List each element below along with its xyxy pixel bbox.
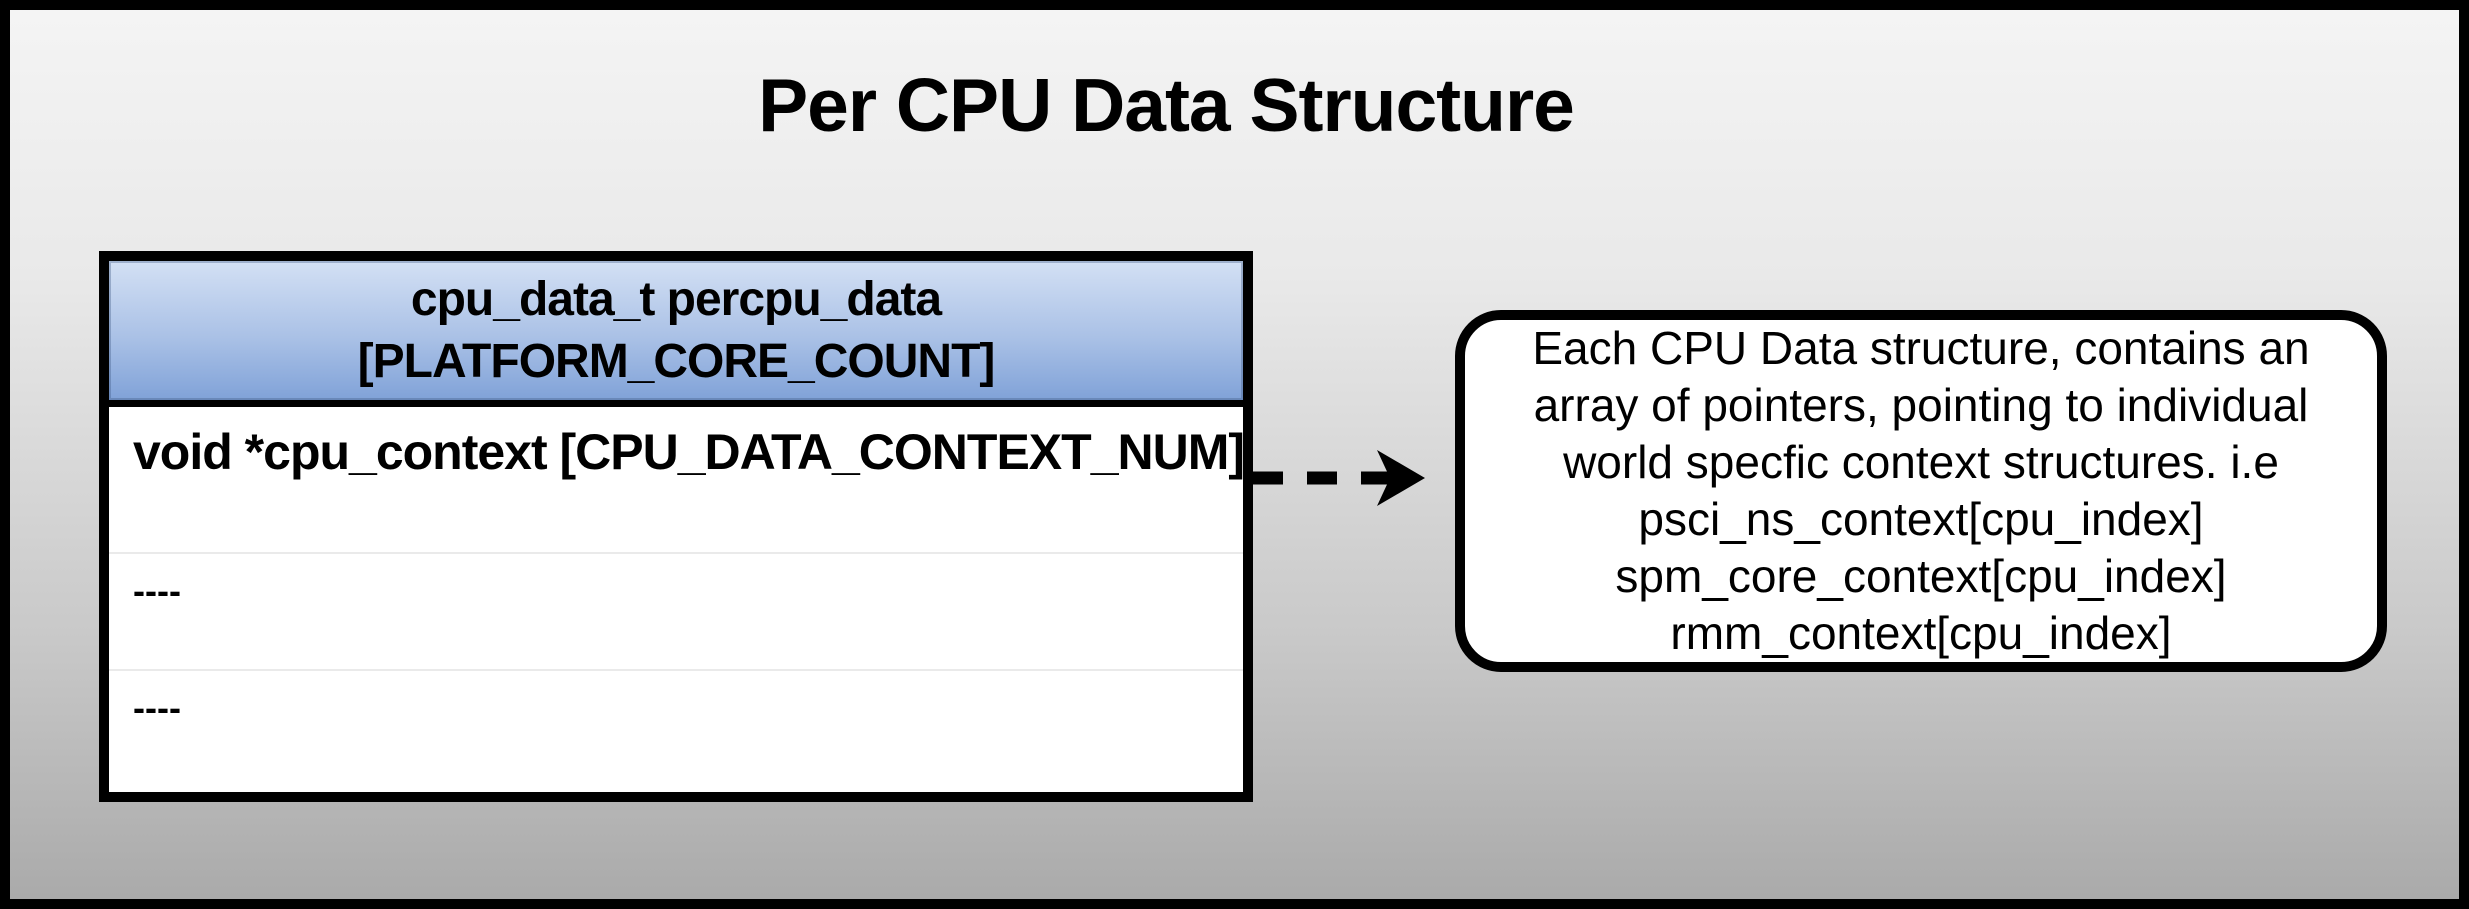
table-row-placeholder-1: ---- xyxy=(109,554,1243,671)
struct-header-line2: [PLATFORM_CORE_COUNT] xyxy=(357,334,996,388)
callout-line: psci_ns_context[cpu_index] xyxy=(1638,493,2204,545)
cpu-data-struct-table: cpu_data_t percpu_data [PLATFORM_CORE_CO… xyxy=(99,251,1253,802)
struct-header-line1: cpu_data_t percpu_data xyxy=(410,272,942,326)
callout-line: rmm_context[cpu_index] xyxy=(1670,607,2172,659)
struct-table-header: cpu_data_t percpu_data [PLATFORM_CORE_CO… xyxy=(109,261,1243,407)
page-title: Per CPU Data Structure xyxy=(758,63,1575,147)
dashed-arrow-icon xyxy=(1253,450,1425,506)
callout-line: array of pointers, pointing to individua… xyxy=(1533,379,2309,431)
explanation-callout: Each CPU Data structure, contains an arr… xyxy=(1455,310,2387,672)
table-row-cpu-context: void *cpu_context [CPU_DATA_CONTEXT_NUM] xyxy=(109,407,1245,554)
callout-line: Each CPU Data structure, contains an xyxy=(1532,322,2310,374)
table-row-placeholder-2: ---- xyxy=(133,687,181,728)
callout-line: spm_core_context[cpu_index] xyxy=(1615,550,2227,602)
callout-line: world specfic context structures. i.e xyxy=(1563,436,2279,488)
